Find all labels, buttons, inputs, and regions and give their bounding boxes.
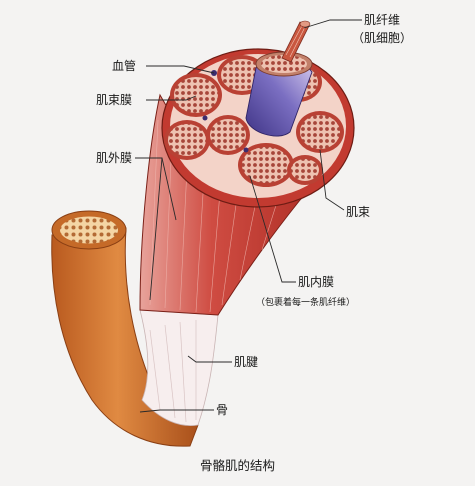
label-epimysium: 肌外膜 bbox=[96, 151, 132, 165]
label-endomysium: 肌内膜 bbox=[298, 275, 334, 289]
bone bbox=[51, 210, 199, 447]
label-muscle-fiber: 肌纤维 bbox=[364, 13, 400, 27]
leader-lines bbox=[135, 19, 362, 413]
label-perimysium: 肌束膜 bbox=[96, 93, 132, 107]
fascicle bbox=[287, 155, 323, 185]
label-bone: 骨 bbox=[216, 403, 228, 417]
fascicle bbox=[206, 115, 250, 155]
label-muscle-cell: （肌细胞） bbox=[352, 31, 412, 45]
tendon bbox=[139, 309, 219, 426]
muscle-fiber bbox=[245, 20, 313, 137]
label-fascicle: 肌束 bbox=[346, 205, 370, 219]
label-blood-vessel: 血管 bbox=[112, 58, 136, 73]
label-endomysium-note: （包裹着每一条肌纤维） bbox=[256, 296, 355, 308]
label-tendon: 肌腱 bbox=[234, 355, 258, 369]
diagram-title: 骨骼肌的结构 bbox=[200, 458, 275, 473]
fascicle bbox=[164, 120, 210, 160]
fascicle bbox=[296, 111, 344, 153]
fascicle bbox=[170, 73, 222, 117]
bone-marrow bbox=[60, 216, 118, 244]
fascicle bbox=[238, 143, 294, 187]
